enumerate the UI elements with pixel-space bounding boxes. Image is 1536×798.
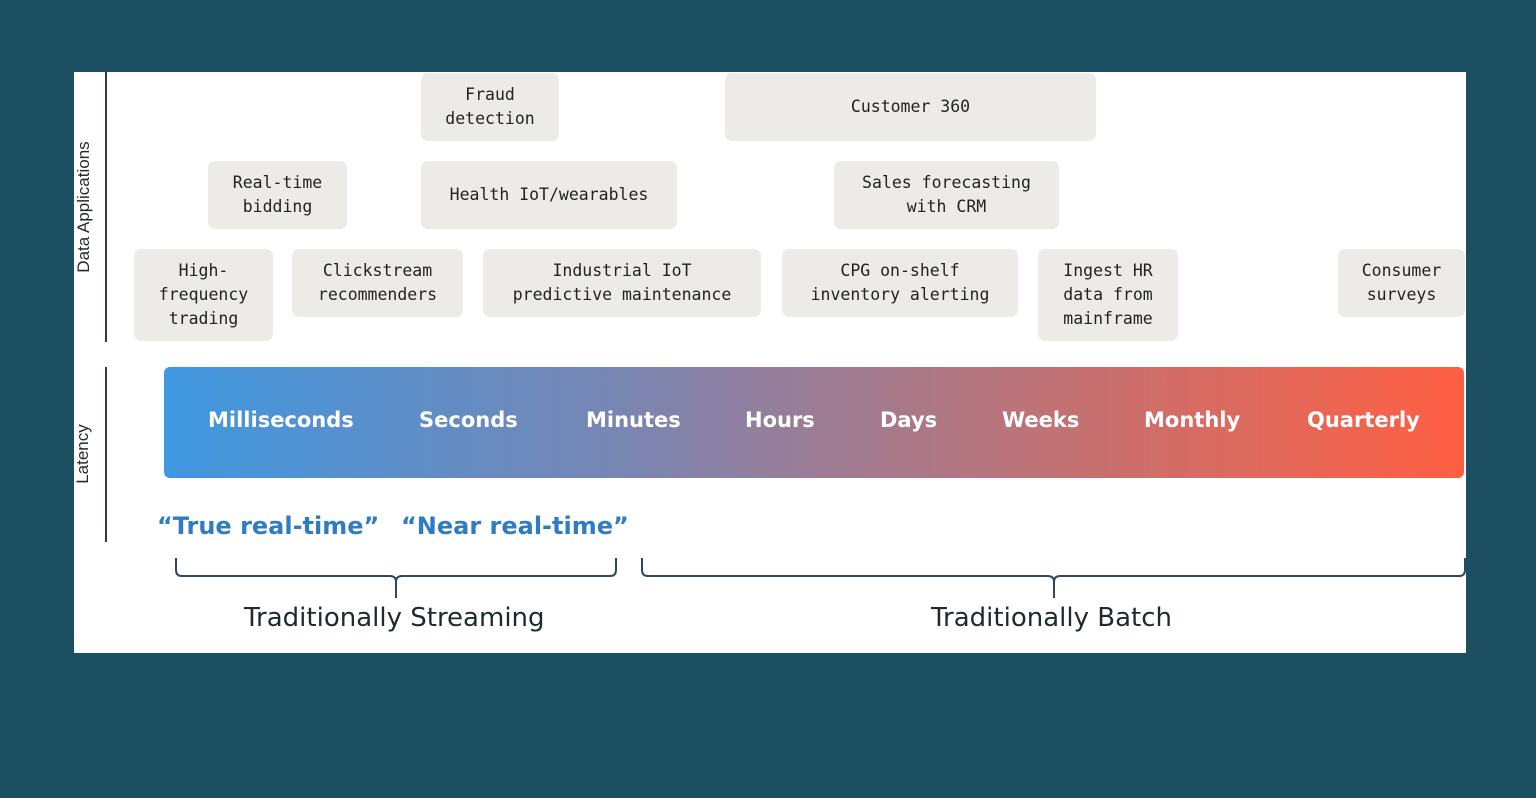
latency-label-quarterly: Quarterly <box>1307 408 1420 432</box>
latency-label-milliseconds: Milliseconds <box>208 408 354 432</box>
latency-label-minutes: Minutes <box>586 408 681 432</box>
latency-label-weeks: Weeks <box>1002 408 1080 432</box>
near-real-time-label: “Near real-time” <box>401 512 629 540</box>
app-sales-forecasting: Sales forecasting with CRM <box>834 161 1059 229</box>
latency-gradient-bar <box>164 367 1464 478</box>
batch-brace <box>641 558 1466 598</box>
app-industrial-iot: Industrial IoT predictive maintenance <box>483 249 761 317</box>
latency-label-hours: Hours <box>745 408 815 432</box>
streaming-brace <box>175 558 617 598</box>
group-label-streaming: Traditionally Streaming <box>244 603 545 633</box>
group-label-batch: Traditionally Batch <box>931 603 1172 633</box>
app-high-frequency-trading: High- frequency trading <box>134 249 273 341</box>
true-real-time-label: “True real-time” <box>157 512 380 540</box>
app-customer-360: Customer 360 <box>725 73 1096 141</box>
app-clickstream: Clickstream recommenders <box>292 249 463 317</box>
app-consumer-surveys: Consumer surveys <box>1338 249 1465 317</box>
app-cpg-inventory: CPG on-shelf inventory alerting <box>782 249 1018 317</box>
axis-line-data-applications <box>105 72 107 342</box>
latency-label-seconds: Seconds <box>419 408 518 432</box>
app-health-iot: Health IoT/wearables <box>421 161 677 229</box>
latency-label-days: Days <box>880 408 938 432</box>
app-ingest-hr: Ingest HR data from mainframe <box>1038 249 1178 341</box>
latency-label-monthly: Monthly <box>1144 408 1241 432</box>
app-fraud-detection: Fraud detection <box>421 73 559 141</box>
app-real-time-bidding: Real-time bidding <box>208 161 347 229</box>
axis-line-latency <box>105 367 107 542</box>
